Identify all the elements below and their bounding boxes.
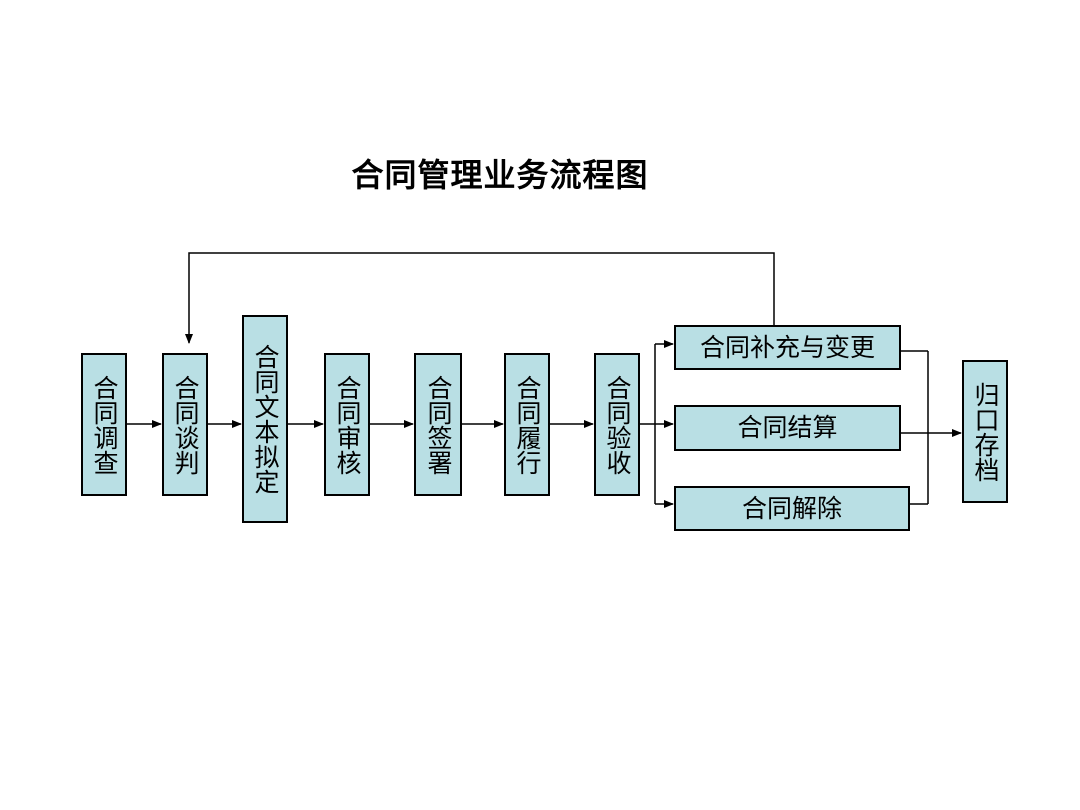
- step-accept: 合同验收: [594, 353, 640, 496]
- branch-supplement: 合同补充与变更: [674, 325, 901, 370]
- branch-settle: 合同结算: [674, 405, 901, 451]
- step-draft: 合同文本拟定: [242, 315, 288, 523]
- diagram-title: 合同管理业务流程图: [351, 156, 649, 194]
- step-negotiate: 合同谈判: [162, 353, 208, 496]
- step-perform: 合同履行: [504, 353, 550, 496]
- step-archive: 归口存档: [962, 360, 1008, 503]
- branch-terminate: 合同解除: [674, 486, 910, 531]
- step-sign: 合同签署: [414, 353, 462, 496]
- step-review: 合同审核: [324, 353, 370, 496]
- step-investigate: 合同调查: [81, 353, 127, 496]
- feedback-loop: [185, 252, 775, 344]
